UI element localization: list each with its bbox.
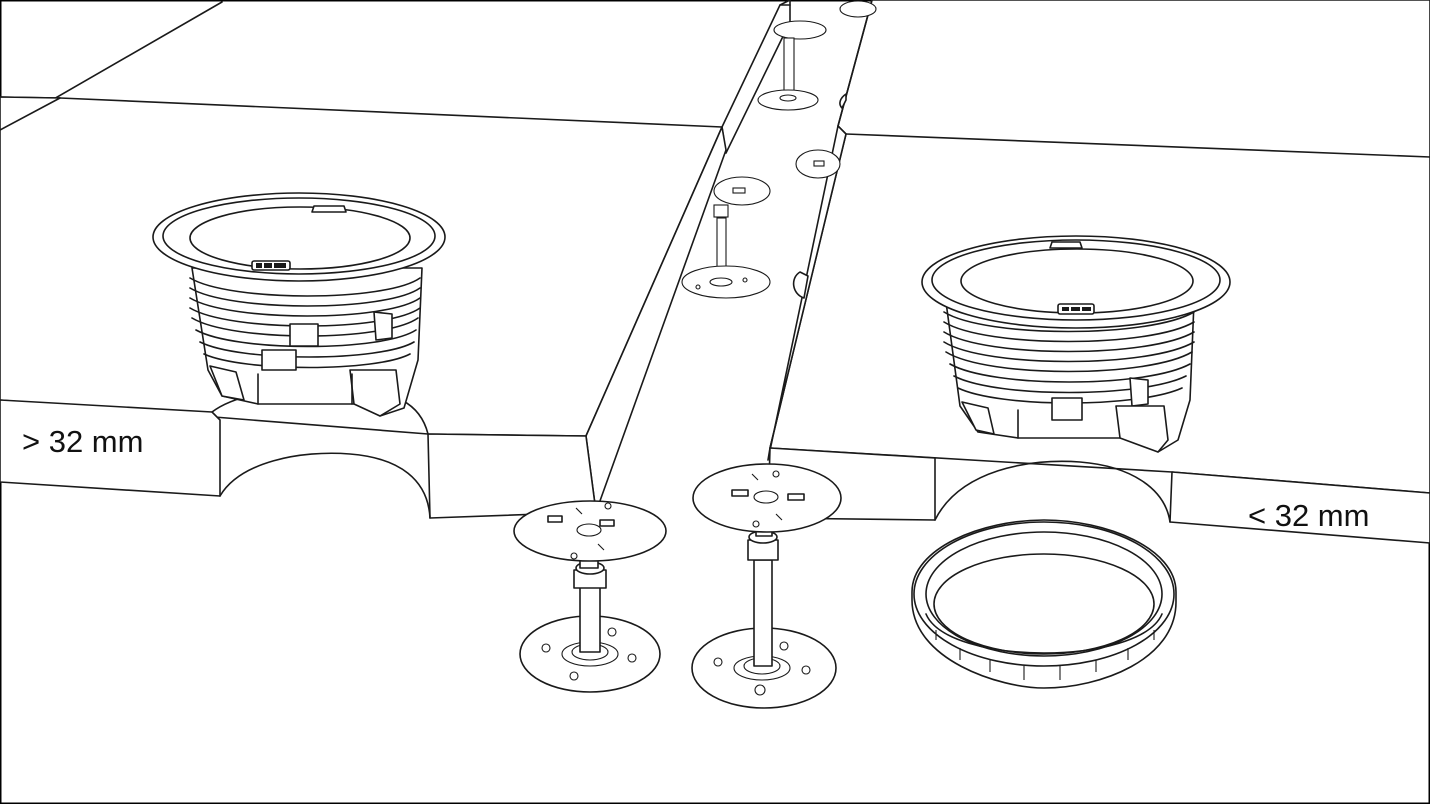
front-pedestal-left <box>513 500 667 693</box>
front-pedestal-right <box>691 463 842 709</box>
adapter-ring <box>911 519 1177 689</box>
right-floor-box <box>921 235 1231 453</box>
background-pedestals <box>681 0 877 299</box>
thick-slab-label: > 32 mm <box>22 424 143 459</box>
left-floor-box <box>152 192 446 417</box>
thin-slab-label: < 32 mm <box>1248 498 1369 533</box>
